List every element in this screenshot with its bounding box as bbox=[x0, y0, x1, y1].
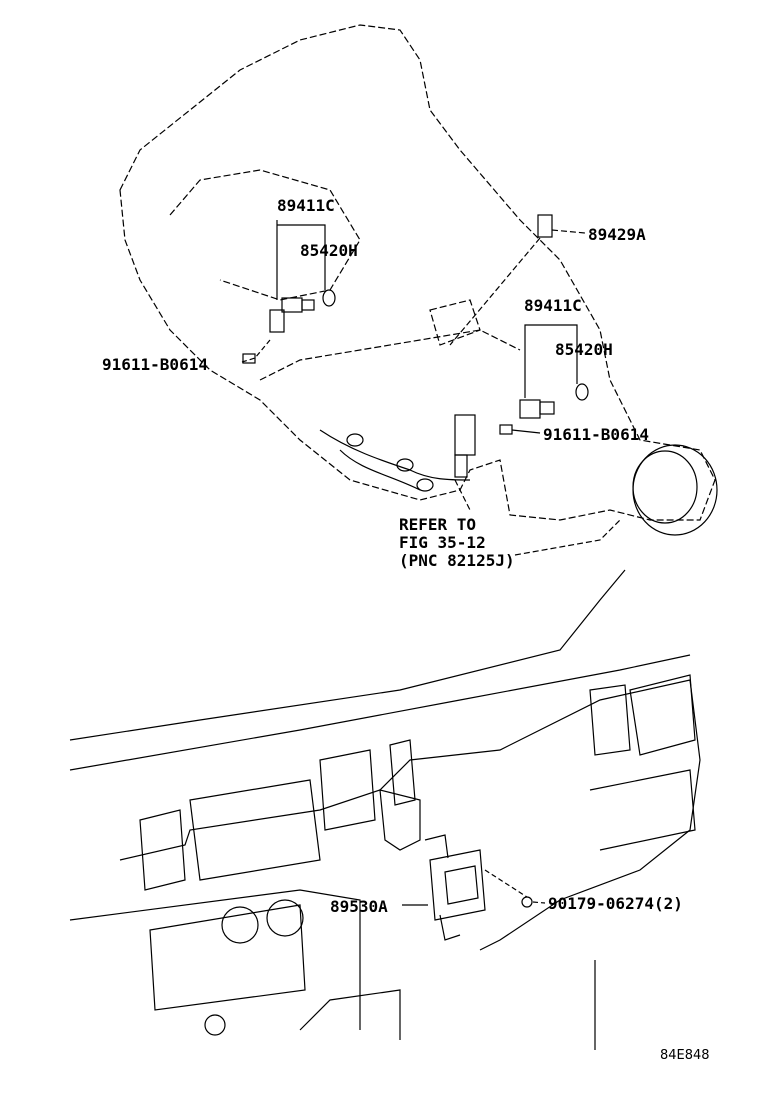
ecu-89530A bbox=[424, 834, 486, 941]
instrument-panel bbox=[69, 569, 701, 1050]
callout-85420H-right: 85420H bbox=[555, 340, 613, 359]
speed-sensor-right bbox=[499, 383, 589, 435]
wire-harness bbox=[319, 414, 476, 492]
switch-89429A bbox=[537, 214, 553, 238]
callout-89411C-right: 89411C bbox=[524, 296, 582, 315]
callout-91611-right: 91611-B0614 bbox=[543, 425, 649, 444]
callout-91611-left: 91611-B0614 bbox=[102, 355, 208, 374]
callout-89429A: 89429A bbox=[588, 225, 646, 244]
callout-85420H-left: 85420H bbox=[300, 241, 358, 260]
refer-note-line2: FIG 35-12 bbox=[399, 533, 486, 552]
transmission-housing bbox=[119, 24, 716, 521]
speed-sensor-left bbox=[242, 289, 336, 364]
callout-89411C-left: 89411C bbox=[277, 196, 335, 215]
leader-right bbox=[524, 324, 578, 398]
callout-90179-06274: 90179-06274(2) bbox=[548, 894, 683, 913]
figure-code: 84E848 bbox=[660, 1048, 710, 1063]
leader-left bbox=[276, 220, 326, 300]
nut-icon bbox=[521, 896, 533, 908]
refer-note-line3: (PNC 82125J) bbox=[399, 551, 515, 570]
refer-note-line1: REFER TO bbox=[399, 515, 477, 534]
callout-89530A: 89530A bbox=[330, 897, 388, 916]
